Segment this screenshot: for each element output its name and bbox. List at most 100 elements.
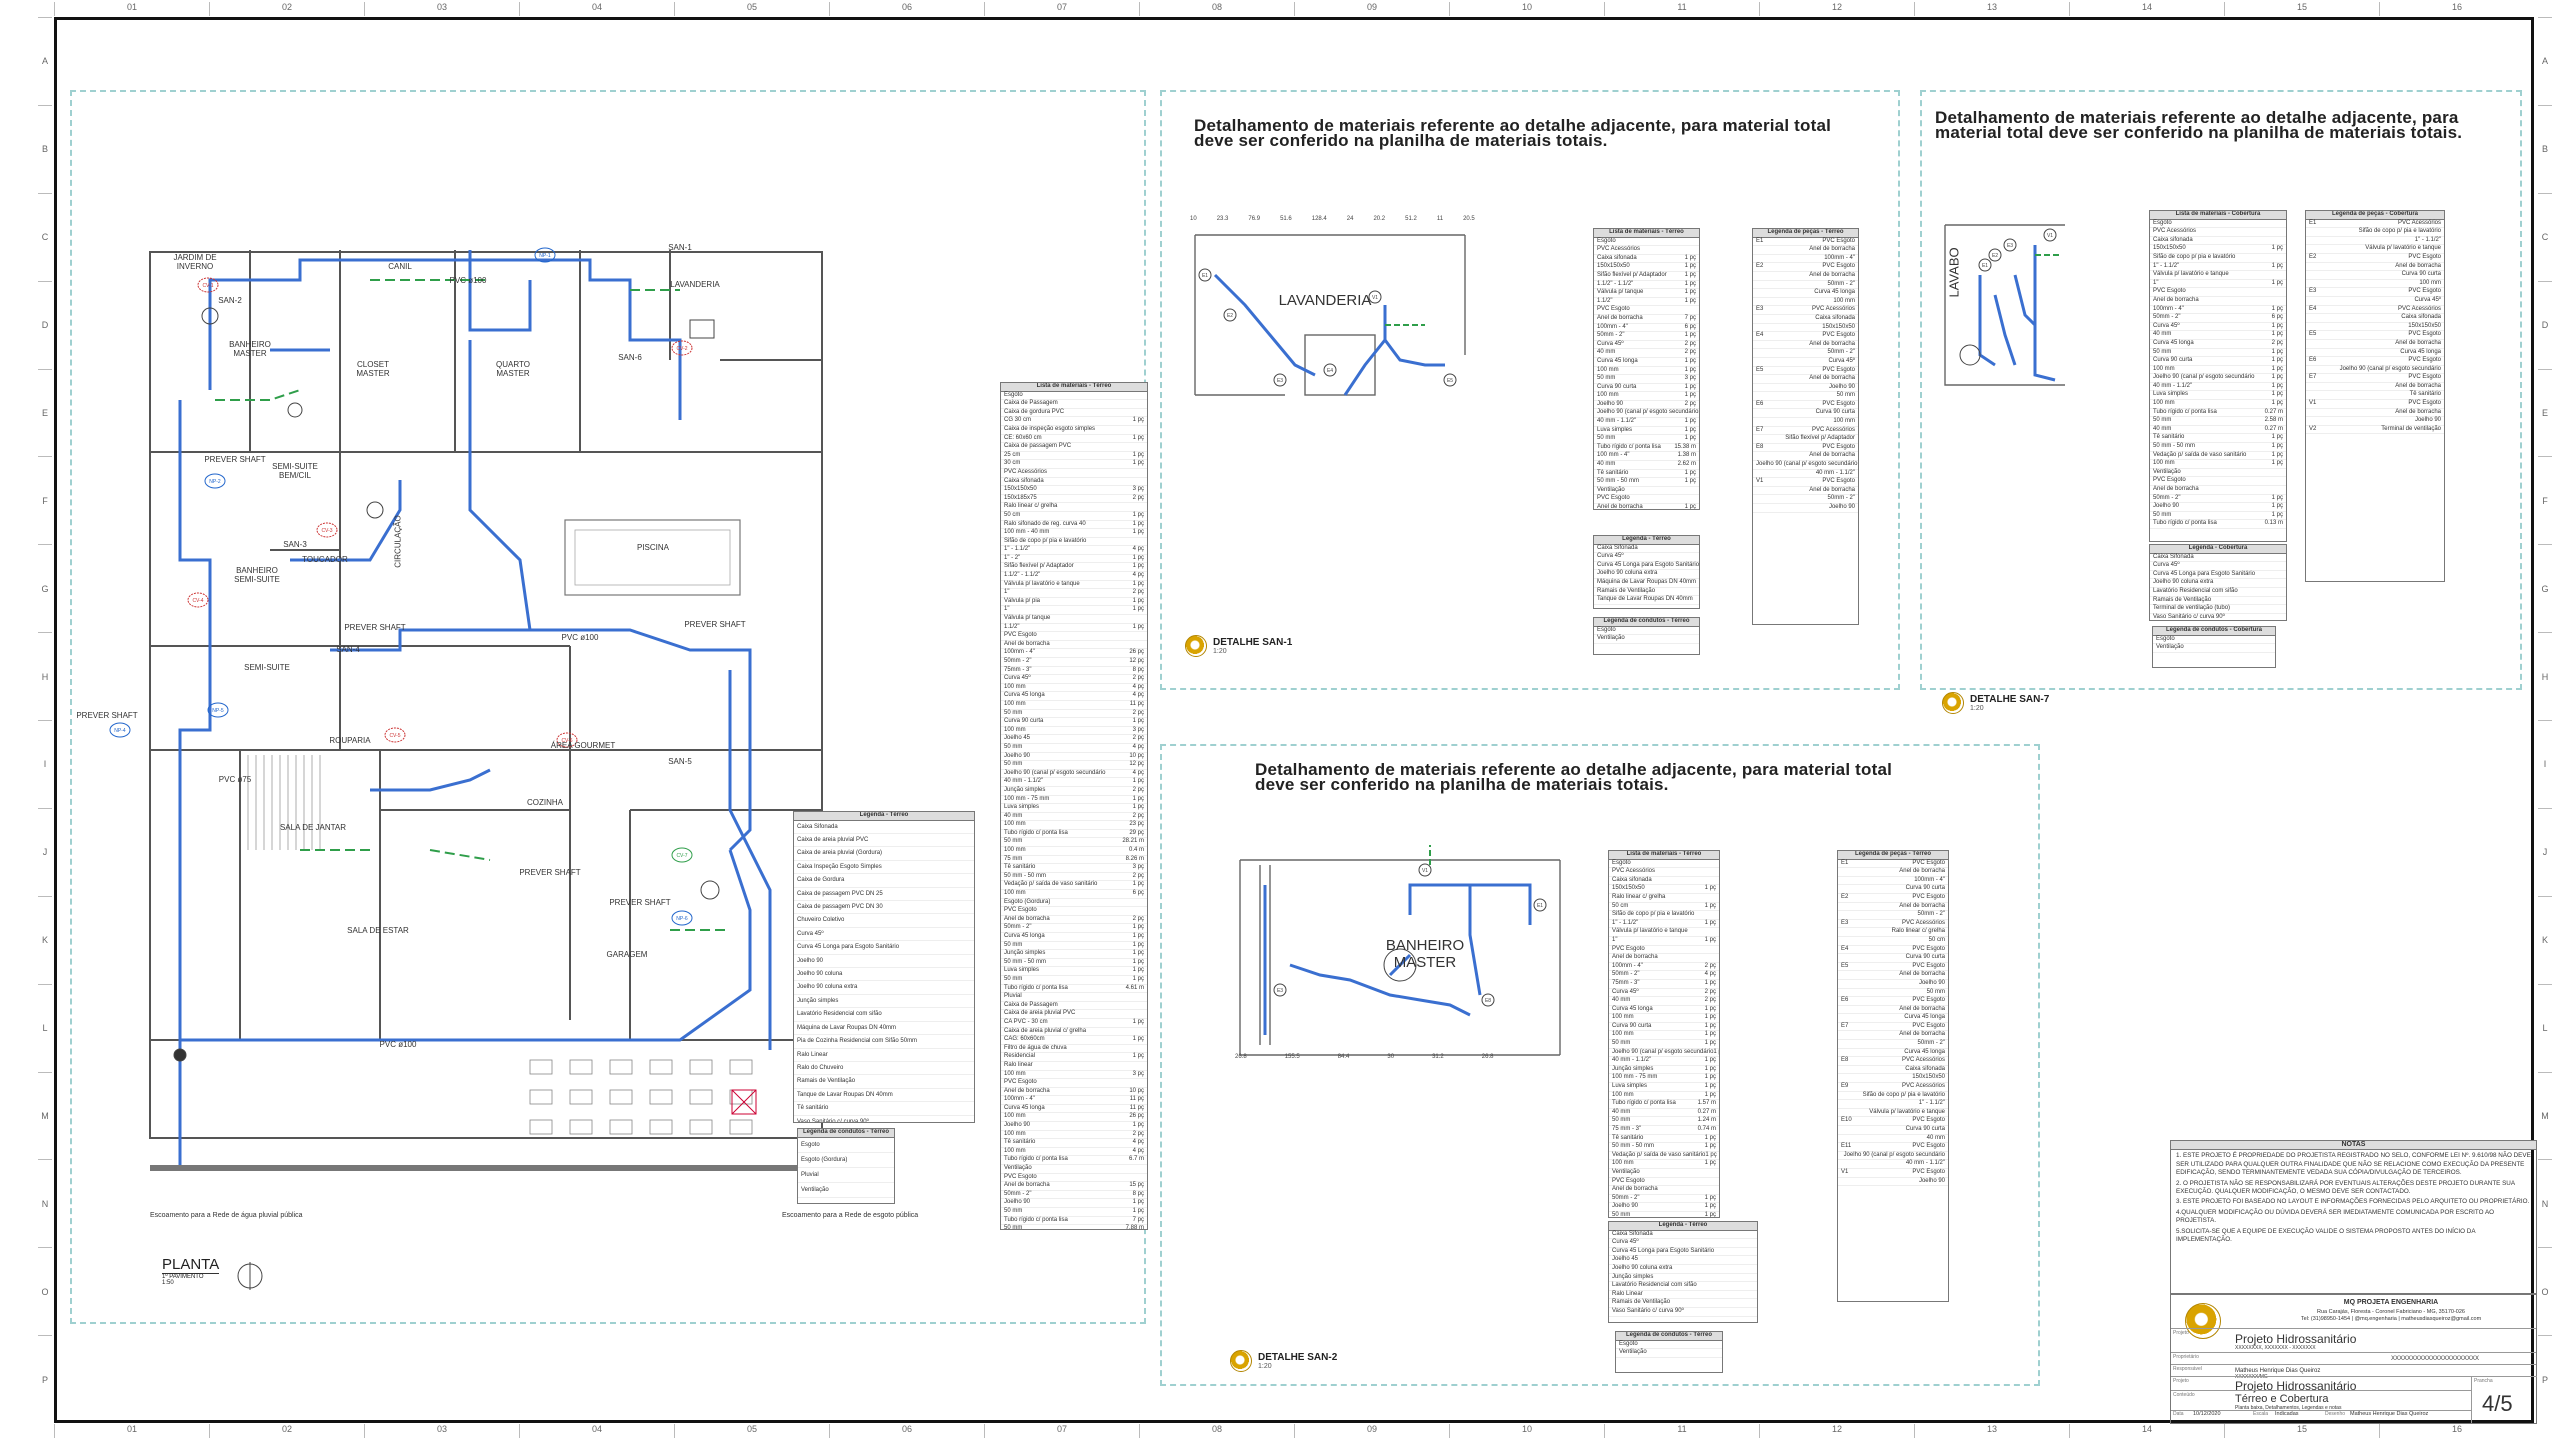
row-label: 50 mm	[1612, 1211, 1631, 1218]
row-value: 4 pç	[1132, 692, 1144, 699]
row-label: 50 mm	[1597, 375, 1616, 382]
room-label: COZINHA	[527, 798, 563, 807]
row-label: 40 mm - 1.1/2"	[2153, 382, 2193, 389]
row-label: Ventilação	[1597, 486, 1625, 493]
row-label: Pluvial	[801, 1171, 819, 1178]
project-subtitle: XXXXXXXX, XXXXXXX - XXXXXXX	[2235, 1345, 2316, 1351]
table-header: Legenda de condutos - Térreo	[1616, 1332, 1722, 1341]
grid-col-label: 11	[1604, 2, 1759, 16]
table-row: 40 mm - 1.1/2"1 pç	[2150, 383, 2286, 392]
table-row: Anel de borracha	[1838, 903, 1948, 912]
row-label: Anel de borracha	[1597, 504, 1643, 510]
row-label: Anel de borracha	[1004, 1182, 1050, 1189]
dimension-label: 20.2	[1373, 216, 1386, 222]
row-value: Anel de borracha	[2395, 339, 2441, 346]
room-label: CLOSET MASTER	[356, 360, 390, 378]
row-value: 1 pç	[1704, 1134, 1716, 1141]
table-row: Anel de borracha	[1838, 971, 1948, 980]
row-label: 50mm - 2"	[1597, 332, 1625, 339]
row-value: PVC Esgoto	[2408, 374, 2441, 381]
room-label: LAVANDERIA	[670, 280, 720, 289]
dimension-label: 31.2	[1432, 1054, 1444, 1060]
note-item: 1. ESTE PROJETO É PROPRIEDADE DO PROJETI…	[2176, 1152, 2531, 1177]
table-row: 50 cm	[1838, 937, 1948, 946]
row-value: 1 pç	[1132, 1036, 1144, 1043]
row-label: E5	[1841, 962, 1849, 969]
row-label: 40 mm	[1004, 812, 1023, 819]
row-label: 50 mm	[2153, 511, 2172, 518]
table-row: 50mm - 2"	[1753, 281, 1858, 290]
row-value: PVC Acessórios	[1901, 1057, 1945, 1064]
row-value: 1 pç	[1132, 967, 1144, 974]
row-value: 1 pç	[1713, 1048, 1719, 1055]
row-value: Anel de borracha	[1899, 902, 1945, 909]
row-label: Curva 45º	[2153, 322, 2180, 329]
table-row: Joelho 90 coluna	[794, 968, 974, 982]
row-value: 4 pç	[1132, 743, 1144, 750]
detail-san7-room: LAVABO	[1946, 247, 1962, 298]
table-row: Ventilação	[1594, 487, 1699, 496]
row-value: 8.26 m	[1125, 855, 1144, 862]
grid-col-label: 01	[54, 1424, 209, 1438]
row-label: Curva 90 curta	[2153, 357, 2193, 364]
row-value: 2 pç	[1684, 340, 1696, 347]
table-row: Caixa de Passagem	[1001, 1002, 1147, 1011]
row-value: 3 pç	[1132, 864, 1144, 871]
row-value: 50 mm	[1836, 392, 1855, 399]
row-value: Anel de borracha	[2395, 408, 2441, 415]
table-row: Caixa sifonada	[1753, 315, 1858, 324]
table-row: Caixa de passagem PVC	[1001, 443, 1147, 452]
table-row: Anel de borracha	[2306, 340, 2444, 349]
table-row: PVC Esgoto	[1609, 1178, 1719, 1187]
row-label: Curva 90 curta	[1612, 1022, 1652, 1029]
room-label: SEMI-SUITE	[244, 663, 290, 672]
table-row: Joelho 90	[1838, 1178, 1948, 1187]
row-value: 2 pç	[2271, 339, 2283, 346]
table-row: Sifão flexível p/ Adaptador	[1753, 435, 1858, 444]
row-label: 50 mm	[1004, 709, 1023, 716]
row-label: Sifão de copo p/ pia e lavatório	[1612, 911, 1695, 918]
table-row: PVC Esgoto	[1594, 495, 1699, 504]
row-label: 25 cm	[1004, 451, 1021, 458]
row-label: Caixa Sifonada	[797, 823, 838, 830]
table-row: Caixa de passagem PVC DN 25	[794, 888, 974, 902]
table-row: 150x150x50	[1838, 1074, 1948, 1084]
row-value: PVC Acessórios	[2397, 305, 2441, 312]
row-label: 1"	[1004, 606, 1010, 613]
row-value: 1 pç	[1132, 597, 1144, 604]
row-label: Curva 45 Longa para Esgoto Sanitário	[797, 944, 900, 951]
row-value: 2 pç	[1132, 709, 1144, 716]
dimension-label: 26.8	[1481, 1054, 1494, 1060]
row-label: 75mm - 3"	[1612, 979, 1640, 986]
table-row: 75mm - 3"1 pç	[1609, 980, 1719, 989]
row-value: Anel de borracha	[1809, 375, 1855, 382]
table-row: Anel de borracha	[1753, 246, 1858, 255]
table-row: Ramais de Ventilação	[1594, 588, 1699, 597]
svg-text:V1: V1	[2047, 233, 2053, 239]
row-label: 1"	[1004, 589, 1010, 596]
row-label: E5	[1756, 366, 1764, 373]
row-value: 1 pç	[1684, 504, 1696, 510]
row-label: 50 cm	[1612, 902, 1629, 909]
row-value: Joelho 90 (canal p/ esgoto secundário	[1843, 1151, 1945, 1158]
row-label: CG 30 cm	[1004, 417, 1032, 424]
row-value: 1 pç	[1132, 718, 1144, 725]
table-row: Tanque de Lavar Roupas DN 40mm	[794, 1089, 974, 1103]
room-label: CIRCULAÇÃO	[393, 515, 403, 568]
table-row: Joelho 90 coluna extra	[2150, 579, 2286, 588]
table-row: Tê sanitário	[2306, 391, 2444, 401]
